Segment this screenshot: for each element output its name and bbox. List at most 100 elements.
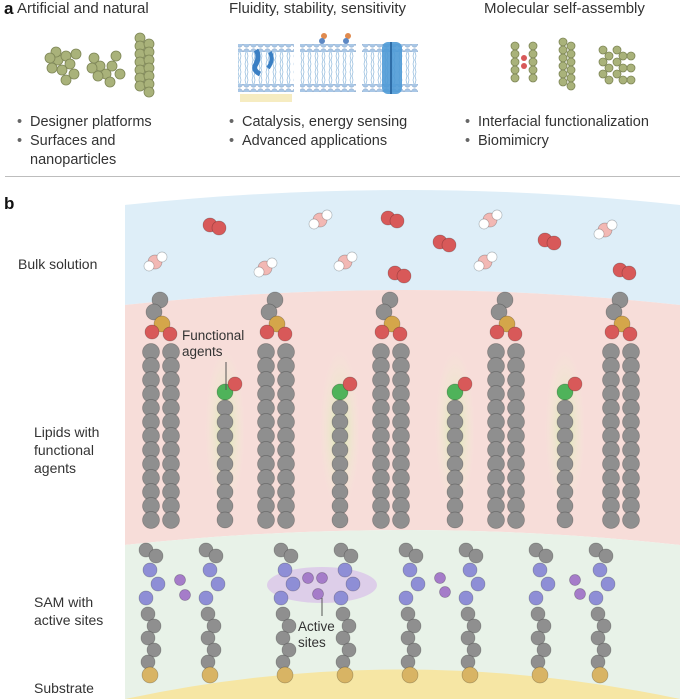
nitrogen-atom	[592, 562, 608, 578]
lipid-tail-atom	[162, 511, 180, 529]
sam-tail-atom	[281, 642, 297, 658]
oxygen-atom	[374, 324, 390, 340]
active-site-atom	[312, 588, 324, 600]
bullets-fluidity: Catalysis, energy sensing Advanced appli…	[229, 113, 459, 151]
nitrogen-atom	[333, 590, 349, 606]
layered-interface-illustration	[125, 190, 680, 699]
sam-tail-atom	[335, 630, 351, 646]
water-molecule-atom	[606, 219, 618, 231]
lipid-tail-atom	[622, 511, 640, 529]
water-molecule-atom	[308, 218, 320, 230]
anchor-atom	[276, 666, 294, 684]
active-site-atom	[569, 574, 581, 586]
sam-tail-atom	[146, 618, 162, 634]
panel-b-letter: b	[4, 194, 15, 213]
sam-tail-atom	[400, 630, 416, 646]
water-molecule-atom	[253, 266, 265, 278]
active-site-atom	[302, 572, 314, 584]
sam-tail-atom	[341, 642, 357, 658]
heading-self-assembly: Molecular self-assembly	[484, 0, 645, 17]
lipid-tail-atom	[507, 511, 525, 529]
bullet-biomimicry: Biomimicry	[465, 132, 685, 151]
sam-tail-atom	[596, 618, 612, 634]
sam-tail-atom	[140, 630, 156, 646]
lipid-tail-atom	[602, 511, 620, 529]
oxygen-atom	[507, 326, 523, 342]
sam-tail-atom	[530, 630, 546, 646]
water-molecule-atom	[593, 228, 605, 240]
oxygen-molecule-atom	[396, 268, 412, 284]
active-site-atom	[316, 572, 328, 584]
active-site-atom	[439, 586, 451, 598]
sam-tail-atom	[406, 642, 422, 658]
nitrogen-atom	[410, 576, 426, 592]
lipid-head-atom	[145, 303, 163, 321]
lipid-head-atom	[490, 303, 508, 321]
bullets-self-assembly: Interfacial functionalization Biomimicry	[465, 113, 685, 151]
active-site-highlight	[267, 567, 377, 603]
sam-atom	[148, 548, 164, 564]
panel-divider	[5, 176, 680, 177]
water-molecule-atom	[266, 257, 278, 269]
sam-tail-atom	[596, 642, 612, 658]
oxygen-atom	[144, 324, 160, 340]
water-molecule-atom	[333, 260, 345, 272]
heading-fluidity: Fluidity, stability, sensitivity	[229, 0, 406, 17]
oxygen-atom	[259, 324, 275, 340]
nitrogen-atom	[138, 590, 154, 606]
sam-atom	[598, 548, 614, 564]
nitrogen-atom	[345, 576, 361, 592]
oxygen-atom	[392, 326, 408, 342]
nitrogen-atom	[532, 562, 548, 578]
self-assembly-molecules-icon	[510, 37, 636, 91]
nitrogen-atom	[142, 562, 158, 578]
sam-tail-atom	[275, 606, 291, 622]
oxygen-atom	[277, 326, 293, 342]
bullet-catalysis: Catalysis, energy sensing	[229, 113, 459, 132]
membrane-bilayers-icon	[238, 33, 418, 102]
sam-tail-atom	[460, 630, 476, 646]
active-site-atom	[174, 574, 186, 586]
oxygen-atom	[567, 376, 583, 392]
lipid-head-atom	[260, 303, 278, 321]
lipid-tail-atom	[257, 511, 275, 529]
oxygen-molecule-atom	[389, 213, 405, 229]
phosphate-atom	[153, 315, 171, 333]
functional-agent-tail-atom	[216, 511, 234, 529]
sam-tail-atom	[140, 606, 156, 622]
sam-tail-atom	[590, 630, 606, 646]
anchor-atom	[591, 666, 609, 684]
sam-atom	[208, 548, 224, 564]
water-molecule-atom	[491, 209, 503, 221]
oxygen-atom	[457, 376, 473, 392]
label-bulk-solution: Bulk solution	[18, 256, 98, 272]
water-molecule-atom	[321, 209, 333, 221]
sam-tail-atom	[206, 618, 222, 634]
phosphate-atom	[498, 315, 516, 333]
callout-active-sites: Active sites	[298, 619, 335, 650]
sam-atom	[283, 548, 299, 564]
oxygen-atom	[162, 326, 178, 342]
sam-tail-atom	[530, 606, 546, 622]
active-site-atom	[179, 589, 191, 601]
water-molecule-atom	[156, 251, 168, 263]
nitrogen-atom	[198, 590, 214, 606]
water-molecule-atom	[478, 218, 490, 230]
nitrogen-atom	[150, 576, 166, 592]
natural-lipid-clusters-icon	[44, 32, 155, 98]
anchor-atom	[531, 666, 549, 684]
heading-artificial-natural: Artificial and natural	[17, 0, 149, 17]
sam-tail-atom	[335, 606, 351, 622]
oxygen-molecule-atom	[441, 237, 457, 253]
sam-tail-atom	[206, 642, 222, 658]
bullets-artificial-natural: Designer platforms Surfaces and nanopart…	[17, 113, 217, 170]
bullet-surfaces-nanoparticles: Surfaces and nanoparticles	[17, 132, 217, 170]
oxygen-molecule-atom	[621, 265, 637, 281]
lipid-head-atom	[605, 303, 623, 321]
bullet-designer-platforms: Designer platforms	[17, 113, 217, 132]
callout-functional-agents: Functional agents	[182, 328, 245, 359]
anchor-atom	[401, 666, 419, 684]
label-sam: SAM with active sites	[34, 594, 104, 628]
nitrogen-atom	[285, 576, 301, 592]
